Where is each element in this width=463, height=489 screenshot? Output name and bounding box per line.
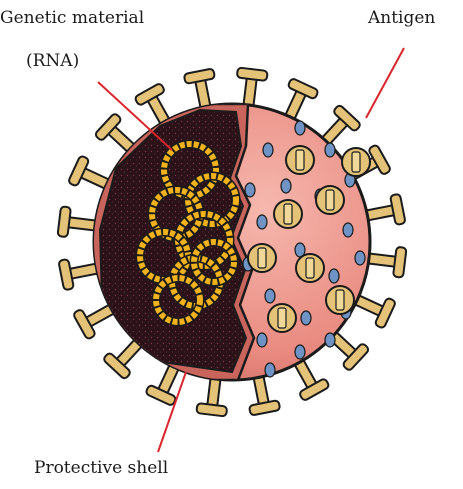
antigen-label: Antigen [368, 8, 435, 28]
antigen-knob [274, 200, 302, 228]
shell-pore [265, 289, 275, 303]
shell-pore [295, 121, 305, 135]
antigen-knob [248, 244, 276, 272]
shell-pore [245, 183, 255, 197]
antigen-knob [326, 286, 354, 314]
shell-pore [325, 333, 335, 347]
antigen-knob [286, 146, 314, 174]
shell-pore [281, 179, 291, 193]
genetic-material-label: Genetic material [0, 8, 144, 28]
shell-pore [329, 269, 339, 283]
protective-shell-label: Protective shell [34, 458, 168, 478]
rna-label: (RNA) [26, 51, 79, 71]
shell-pore [257, 333, 267, 347]
shell-pore [301, 311, 311, 325]
shell-pore [265, 363, 275, 377]
antigen-knob [296, 254, 324, 282]
shell-pore [263, 143, 273, 157]
antigen-knob [342, 148, 370, 176]
shell-pore [257, 215, 267, 229]
antigen-knob [316, 186, 344, 214]
shell-pore [295, 345, 305, 359]
antigen-leader-line [366, 48, 404, 118]
antigen-knob [268, 304, 296, 332]
shell-pore [355, 251, 365, 265]
shell-pore [325, 143, 335, 157]
shell-pore [343, 223, 353, 237]
